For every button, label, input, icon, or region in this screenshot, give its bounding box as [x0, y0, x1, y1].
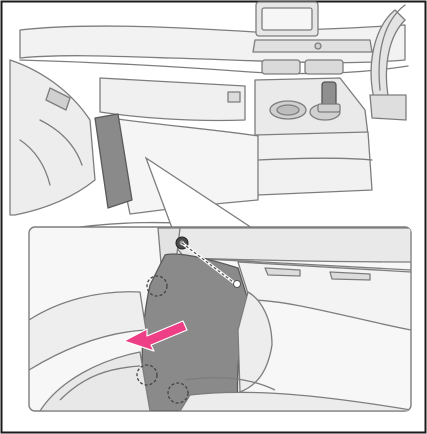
control-strip	[253, 40, 372, 52]
center-display-screen	[262, 8, 312, 30]
control-knob	[315, 43, 321, 49]
glove-box-handle	[228, 92, 240, 102]
glove-box-detail	[330, 272, 370, 280]
glove-box-icon	[100, 78, 245, 121]
glove-box-detail	[265, 268, 300, 276]
console-armrest	[255, 132, 372, 195]
center-vent	[305, 60, 343, 74]
center-vent	[262, 60, 300, 74]
detail-inset	[29, 227, 411, 411]
